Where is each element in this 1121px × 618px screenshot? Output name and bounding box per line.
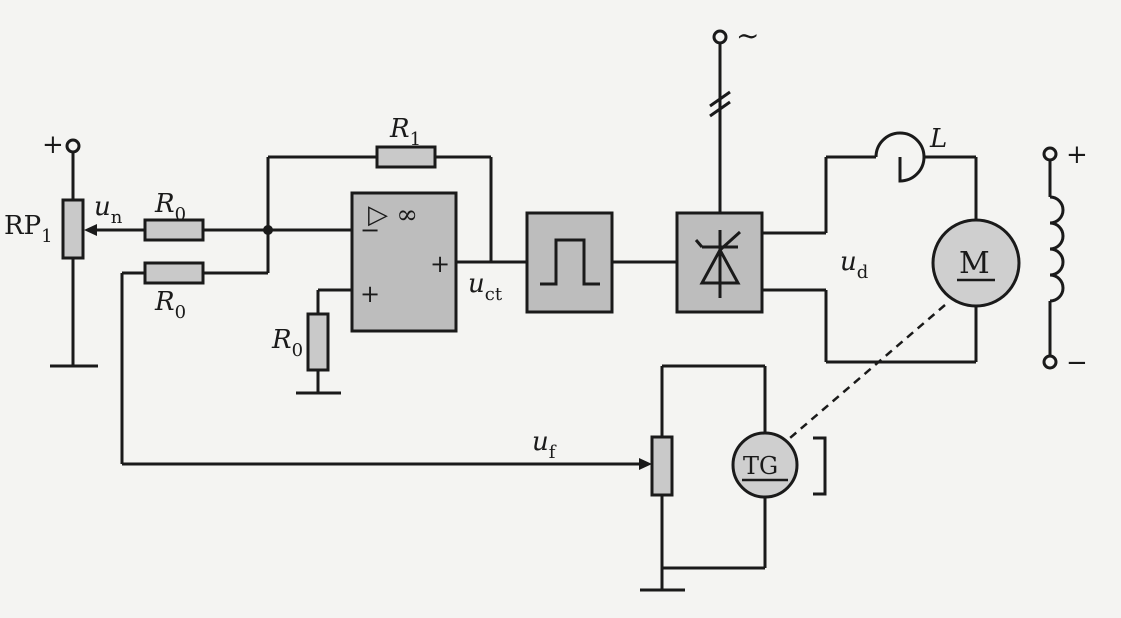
un-subscript: n <box>111 207 123 228</box>
feedback-wiper-arrow-icon <box>639 458 652 470</box>
field-coil-icon <box>1049 195 1065 303</box>
tacho-field-bracket <box>813 436 827 496</box>
field-winding <box>1042 146 1065 370</box>
opamp-gain-symbol: ▷ ∞ <box>368 200 418 230</box>
r0-feedback-label: R <box>154 287 175 317</box>
svg-text:R0: R0 <box>154 287 186 323</box>
pulse-trigger-block <box>525 211 614 314</box>
wiper-arrow-icon <box>84 224 97 236</box>
inductor-label: L <box>929 124 947 154</box>
tacho-label: TG <box>743 452 778 480</box>
feedback-r1 <box>268 145 493 262</box>
thyristor-icon <box>694 230 742 298</box>
field-minus-label: − <box>1066 348 1088 378</box>
input-resistors <box>120 157 652 470</box>
pulse-icon <box>540 238 600 286</box>
field-minus-terminal <box>1042 354 1058 370</box>
svg-text:RP1: RP1 <box>4 211 53 247</box>
reference-potentiometer <box>50 138 145 368</box>
inductor-symbol <box>874 131 926 183</box>
r0-input-label: R <box>154 189 175 219</box>
rp1-label: RP <box>4 211 41 241</box>
r0-feedback-resistor <box>143 261 205 285</box>
svg-text:uct: uct <box>468 269 503 305</box>
tacho-potentiometer <box>650 435 674 497</box>
r0-input-subscript: 0 <box>175 204 186 225</box>
armature-circuit <box>762 131 978 364</box>
svg-text:ud: ud <box>840 247 868 283</box>
r1-resistor <box>375 145 437 169</box>
svg-text:un: un <box>94 192 123 228</box>
field-plus-label: + <box>1066 140 1088 170</box>
motor-label: M <box>959 246 990 281</box>
mechanical-coupling <box>789 304 946 439</box>
three-phase-tick-1 <box>709 90 731 108</box>
r0-feedback-subscript: 0 <box>175 302 186 323</box>
motor-icon <box>931 218 1021 308</box>
ac-supply <box>709 29 731 213</box>
opamp-plus-output: + <box>430 250 450 278</box>
svg-text:R1: R1 <box>389 114 421 150</box>
uf-label: u <box>532 427 549 457</box>
ud-label: u <box>840 247 857 277</box>
ac-terminal <box>712 29 728 45</box>
rp1-subscript: 1 <box>41 226 52 247</box>
ud-subscript: d <box>857 262 869 283</box>
r0-ground-resistor <box>306 312 330 372</box>
r0-ground-label: R <box>271 325 292 355</box>
uct-subscript: ct <box>485 284 503 305</box>
svg-text:R0: R0 <box>154 189 186 225</box>
supply-plus-label: + <box>42 130 64 160</box>
ground-resistor <box>296 288 352 395</box>
ac-source-label: ~ <box>736 19 759 52</box>
r1-label: R <box>389 114 410 144</box>
r1-subscript: 1 <box>410 129 421 150</box>
uf-subscript: f <box>549 442 557 463</box>
svg-text:R0: R0 <box>271 325 303 361</box>
supply-terminal <box>65 138 81 154</box>
rp1-resistor <box>61 198 85 260</box>
un-label: u <box>94 192 111 222</box>
opamp-minus-input: − <box>360 216 380 244</box>
field-plus-terminal <box>1042 146 1058 162</box>
uct-label: u <box>468 269 485 299</box>
three-phase-tick-2 <box>709 100 731 118</box>
opamp-plus-input: + <box>360 280 380 308</box>
r0-ground-subscript: 0 <box>292 340 303 361</box>
tacho-feedback <box>640 364 827 592</box>
svg-text:uf: uf <box>532 427 557 463</box>
